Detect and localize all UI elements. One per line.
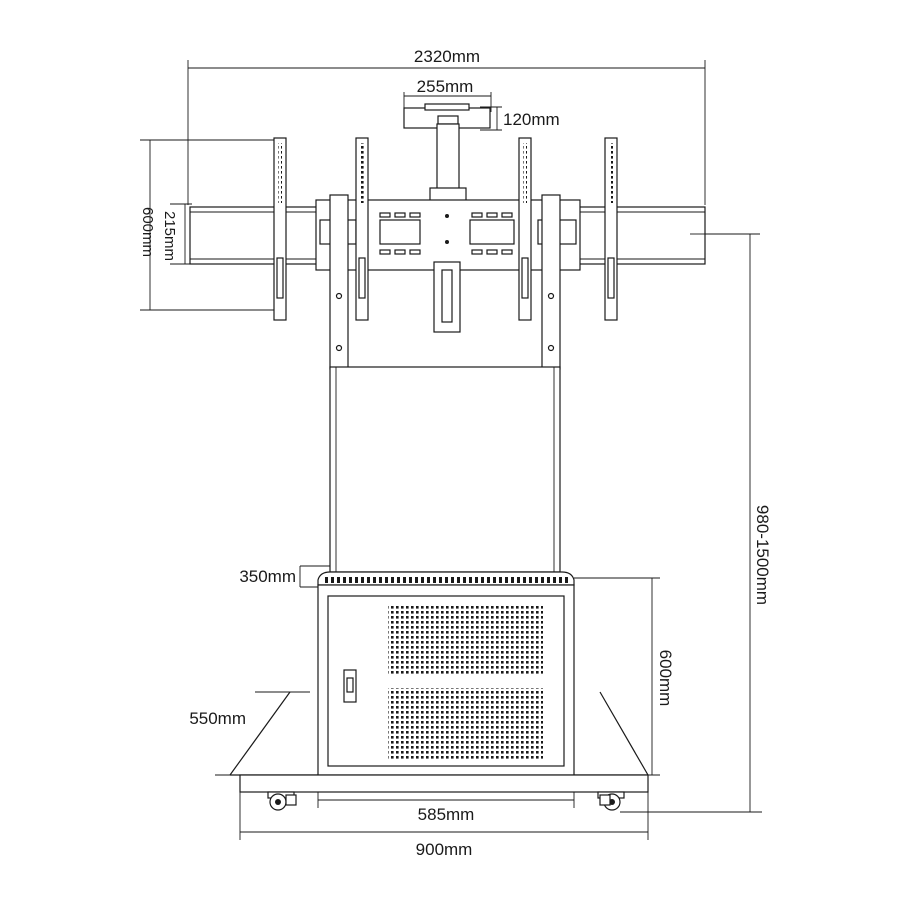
right-outer-bracket bbox=[604, 137, 618, 321]
vesa-top-height-label: 120mm bbox=[503, 110, 560, 129]
base-width-dimension: 900mm bbox=[239, 792, 649, 859]
cabinet-lid-dimension: 350mm bbox=[239, 565, 330, 588]
cabinet-height-dimension: 600mm bbox=[574, 577, 675, 776]
cabinet-width-label: 585mm bbox=[418, 805, 475, 824]
beam-height-dimension: 215mm bbox=[161, 203, 192, 265]
base-depth-label: 550mm bbox=[189, 709, 246, 728]
cabinet-height-label: 600mm bbox=[656, 650, 675, 707]
cabinet-lid bbox=[317, 571, 575, 586]
overall-width-label: 2320mm bbox=[414, 47, 480, 66]
main-column bbox=[329, 366, 561, 573]
height-range-label: 980-1500mm bbox=[753, 505, 772, 605]
base-depth-dimension: 550mm bbox=[189, 691, 310, 776]
height-range-dimension: 980-1500mm bbox=[620, 234, 772, 813]
cabinet-width-dimension: 585mm bbox=[317, 792, 575, 824]
base-width-label: 900mm bbox=[416, 840, 473, 859]
beam-height-label: 215mm bbox=[161, 211, 178, 261]
left-inner-bracket bbox=[355, 137, 369, 321]
overall-width-dimension: 2320mm bbox=[187, 47, 706, 205]
vesa-top-plate bbox=[403, 103, 491, 203]
vesa-top-width-label: 255mm bbox=[417, 77, 474, 96]
left-outer-bracket bbox=[273, 137, 287, 321]
right-inner-bracket bbox=[518, 137, 532, 321]
bracket-height-label: 600mm bbox=[139, 207, 156, 257]
right-column-leg bbox=[541, 194, 561, 370]
cabinet-body bbox=[317, 584, 575, 776]
vesa-top-height-dimension: 120mm bbox=[480, 106, 560, 131]
left-column-leg bbox=[329, 194, 349, 370]
left-caster bbox=[267, 791, 297, 811]
right-caster bbox=[597, 791, 625, 811]
bracket-height-dimension: 600mm bbox=[139, 139, 275, 311]
cabinet-lid-label: 350mm bbox=[239, 567, 296, 586]
